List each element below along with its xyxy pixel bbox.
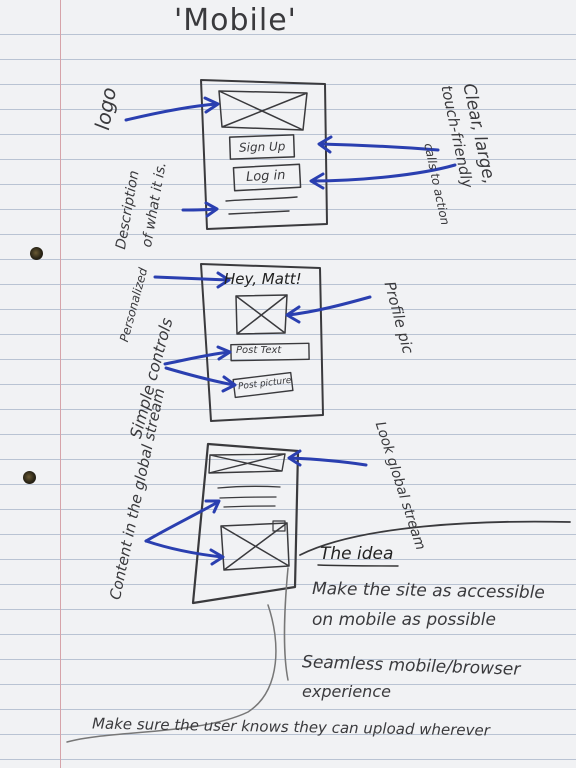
notes-heading: The idea [320,544,394,564]
arrow-post-text [163,350,231,366]
arrow-post-picture [164,366,236,387]
notes-line-1a: Make the site as accessible [311,578,546,604]
sign-up-label: Sign Up [238,139,286,155]
stream-header-placeholder [208,453,286,474]
arrow-profile-pic [286,295,372,317]
arrow-description [181,207,218,212]
idea-underline [317,564,399,567]
logo-placeholder [218,90,308,131]
log-in-label: Log in [245,167,286,186]
stream-image-placeholder [220,522,290,571]
stream-text-lines [217,485,281,508]
notes-line-1b: on mobile as possible [312,610,496,630]
page-title: 'Mobile' [174,3,297,38]
arrow-logo [124,102,219,122]
arrow-global-stream [288,456,368,467]
arrow-content-text [144,500,220,543]
notes-separator-curve [299,520,571,556]
stream-icon [272,520,286,532]
arrow-log-in [310,163,457,183]
margin-line [60,0,61,768]
post-picture-box [232,371,294,399]
phone-outline-stream [191,442,300,605]
arrows [124,96,457,566]
arrow-content-image [144,539,224,559]
phone-outline-profile [200,263,324,422]
profile-pic-placeholder [235,294,288,335]
post-text-label: Post Text [236,345,282,356]
greeting-label: Hey, Matt! [224,270,302,288]
arrow-sign-up [318,142,440,152]
binder-hole-bottom [23,471,36,484]
log-in-box [232,163,302,192]
binder-hole-top [30,247,43,260]
arrow-greeting [153,275,230,282]
notes-line-2b: experience [302,682,391,701]
notes-border-curve [66,604,277,743]
phone-outline-login [200,79,328,230]
sign-up-box [228,134,296,160]
description-lines [225,196,298,215]
